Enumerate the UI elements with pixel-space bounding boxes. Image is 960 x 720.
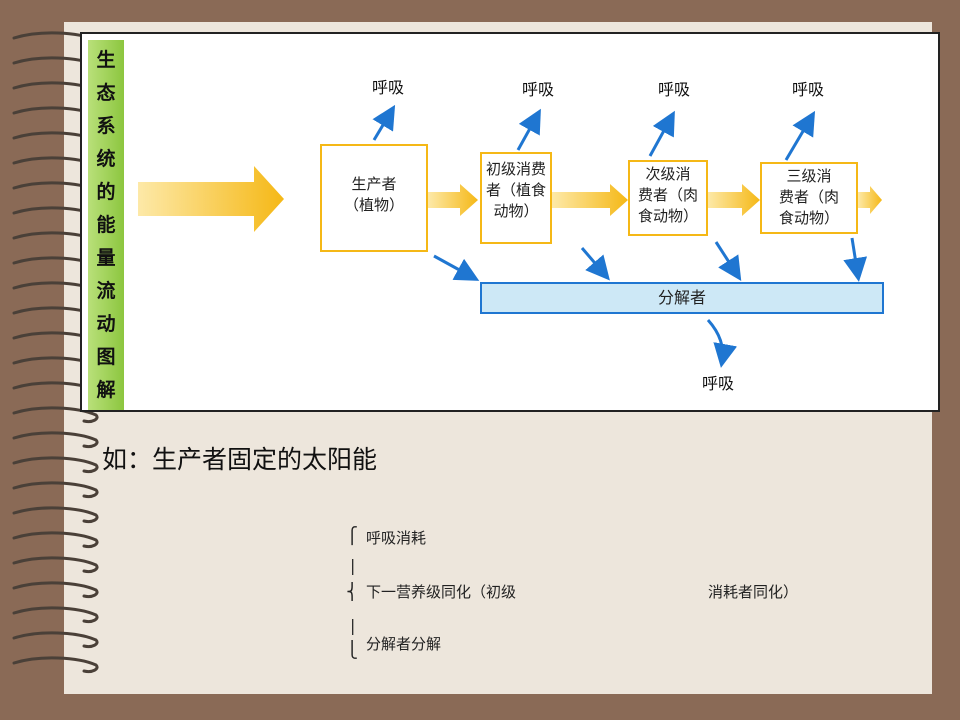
spiral-coil: [12, 431, 99, 448]
decay-arrow-tertiary: [843, 237, 868, 282]
tertiary-consumer-box: 三级消 费者（肉 食动物）: [760, 162, 858, 234]
title-char: 解: [96, 379, 116, 401]
decay-arrow-producer: [433, 254, 480, 281]
primary-consumer-box: 初级消费 者（植食 动物）: [480, 152, 552, 244]
spiral-coil: [12, 556, 99, 573]
note-decomposer: 分解者分解: [366, 635, 442, 653]
spiral-coil: [12, 481, 99, 498]
respiration-arrow-primary: [516, 108, 541, 151]
spiral-coil: [12, 531, 99, 548]
title-char: 流: [96, 280, 116, 302]
decay-arrow-secondary: [714, 241, 742, 282]
solar-energy-arrow: [138, 166, 284, 232]
note-next-level-a: 下一营养级同化（初级: [366, 583, 517, 601]
respiration-arrow-decomposer: [706, 318, 738, 368]
caption: 如：生产者固定的太阳能: [102, 445, 378, 474]
flow-arrow-1: [428, 184, 478, 216]
respiration-arrow-tertiary: [784, 110, 816, 161]
energy-flow-diagram: 生态系统的能量流动图解 生产者: [80, 32, 940, 412]
title-char: 生: [96, 49, 116, 71]
spiral-coil: [12, 506, 99, 523]
decomposer-bar: 分解者: [480, 282, 884, 314]
note-next-level-b: 消耗者同化）: [708, 583, 799, 601]
flow-arrow-3: [708, 184, 760, 216]
title-char: 系: [96, 115, 116, 137]
title-char: 能: [96, 214, 116, 236]
spiral-coil: [12, 456, 99, 473]
title-char: 动: [96, 313, 116, 335]
title-char: 的: [96, 181, 116, 203]
respiration-label: 呼吸: [658, 80, 691, 99]
spiral-coil: [12, 581, 99, 598]
flow-arrow-4: [858, 186, 882, 214]
spiral-coil: [12, 631, 99, 648]
respiration-label: 呼吸: [372, 78, 405, 97]
note-respiration: 呼吸消耗: [366, 529, 427, 547]
respiration-label: 呼吸: [792, 80, 825, 99]
flow-arrow-2: [552, 184, 628, 216]
respiration-label: 呼吸: [522, 80, 555, 99]
secondary-consumer-box: 次级消 费者（肉 食动物）: [628, 160, 708, 236]
respiration-label: 呼吸: [702, 374, 735, 393]
brace-top: ⎧: [346, 526, 358, 545]
diagram-arrows: [138, 104, 882, 368]
brace-mid: |: [350, 616, 356, 635]
title-char: 统: [96, 148, 116, 170]
brace-mid: |: [350, 556, 356, 575]
respiration-arrow-secondary: [648, 110, 675, 157]
brace-center: ⎨: [346, 582, 358, 601]
title-char: 态: [96, 82, 116, 104]
spiral-coil: [12, 606, 99, 623]
diagram-title-bar: 生态系统的能量流动图解: [88, 40, 124, 410]
brace-bottom: ⎩: [346, 640, 358, 659]
producer-box: 生产者 （植物）: [320, 144, 428, 252]
respiration-arrow-producer: [372, 104, 396, 141]
decay-arrow-primary: [580, 247, 610, 281]
spiral-coil: [12, 656, 99, 673]
title-char: 图: [96, 346, 116, 368]
title-char: 量: [96, 247, 116, 269]
spiral-coil: [12, 406, 99, 423]
